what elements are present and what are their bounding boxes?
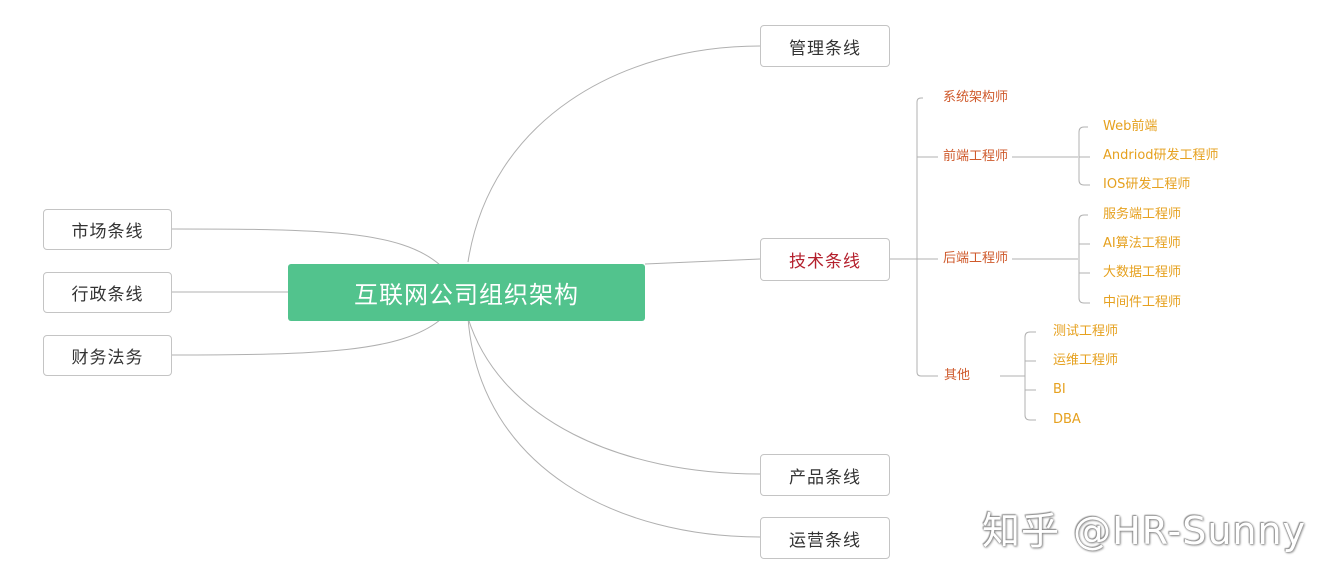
connector-tech — [644, 258, 761, 265]
node-backend-engineer[interactable]: 后端工程师 — [943, 251, 1009, 266]
root-node[interactable]: 互联网公司组织架构 — [288, 264, 645, 321]
node-server-engineer[interactable]: 服务端工程师 — [1103, 207, 1182, 222]
connector-market — [171, 228, 441, 266]
connector-other — [1000, 331, 1036, 421]
node-frontend-engineer[interactable]: 前端工程师 — [943, 149, 1009, 164]
node-test-engineer[interactable]: 测试工程师 — [1053, 324, 1119, 339]
node-dba[interactable]: DBA — [1053, 412, 1081, 427]
branch-management[interactable]: 管理条线 — [760, 25, 890, 67]
connector-product — [467, 317, 761, 475]
node-bi[interactable]: BI — [1053, 382, 1066, 397]
connector-operations — [467, 317, 761, 538]
branch-admin[interactable]: 行政条线 — [43, 272, 172, 313]
branch-product[interactable]: 产品条线 — [760, 454, 890, 496]
node-ai-engineer[interactable]: AI算法工程师 — [1103, 236, 1181, 251]
connector-finance — [171, 319, 441, 356]
branch-operations[interactable]: 运营条线 — [760, 517, 890, 559]
node-other[interactable]: 其他 — [944, 368, 971, 383]
node-system-architect[interactable]: 系统架构师 — [943, 90, 1009, 105]
connector-tech-bracket — [889, 97, 938, 377]
node-android-dev[interactable]: Andriod研发工程师 — [1103, 148, 1219, 163]
node-ios-dev[interactable]: IOS研发工程师 — [1103, 177, 1191, 192]
node-middleware-engineer[interactable]: 中间件工程师 — [1103, 295, 1182, 310]
branch-tech[interactable]: 技术条线 — [760, 238, 890, 281]
connector-frontend — [1012, 126, 1090, 186]
connector-backend — [1012, 214, 1090, 304]
branch-finance-legal[interactable]: 财务法务 — [43, 335, 172, 376]
connector-management — [467, 45, 761, 263]
node-bigdata-engineer[interactable]: 大数据工程师 — [1103, 265, 1182, 280]
node-ops-engineer[interactable]: 运维工程师 — [1053, 353, 1119, 368]
node-web-frontend[interactable]: Web前端 — [1103, 119, 1158, 134]
watermark: 知乎 @HR-Sunny — [982, 509, 1307, 553]
branch-market[interactable]: 市场条线 — [43, 209, 172, 250]
